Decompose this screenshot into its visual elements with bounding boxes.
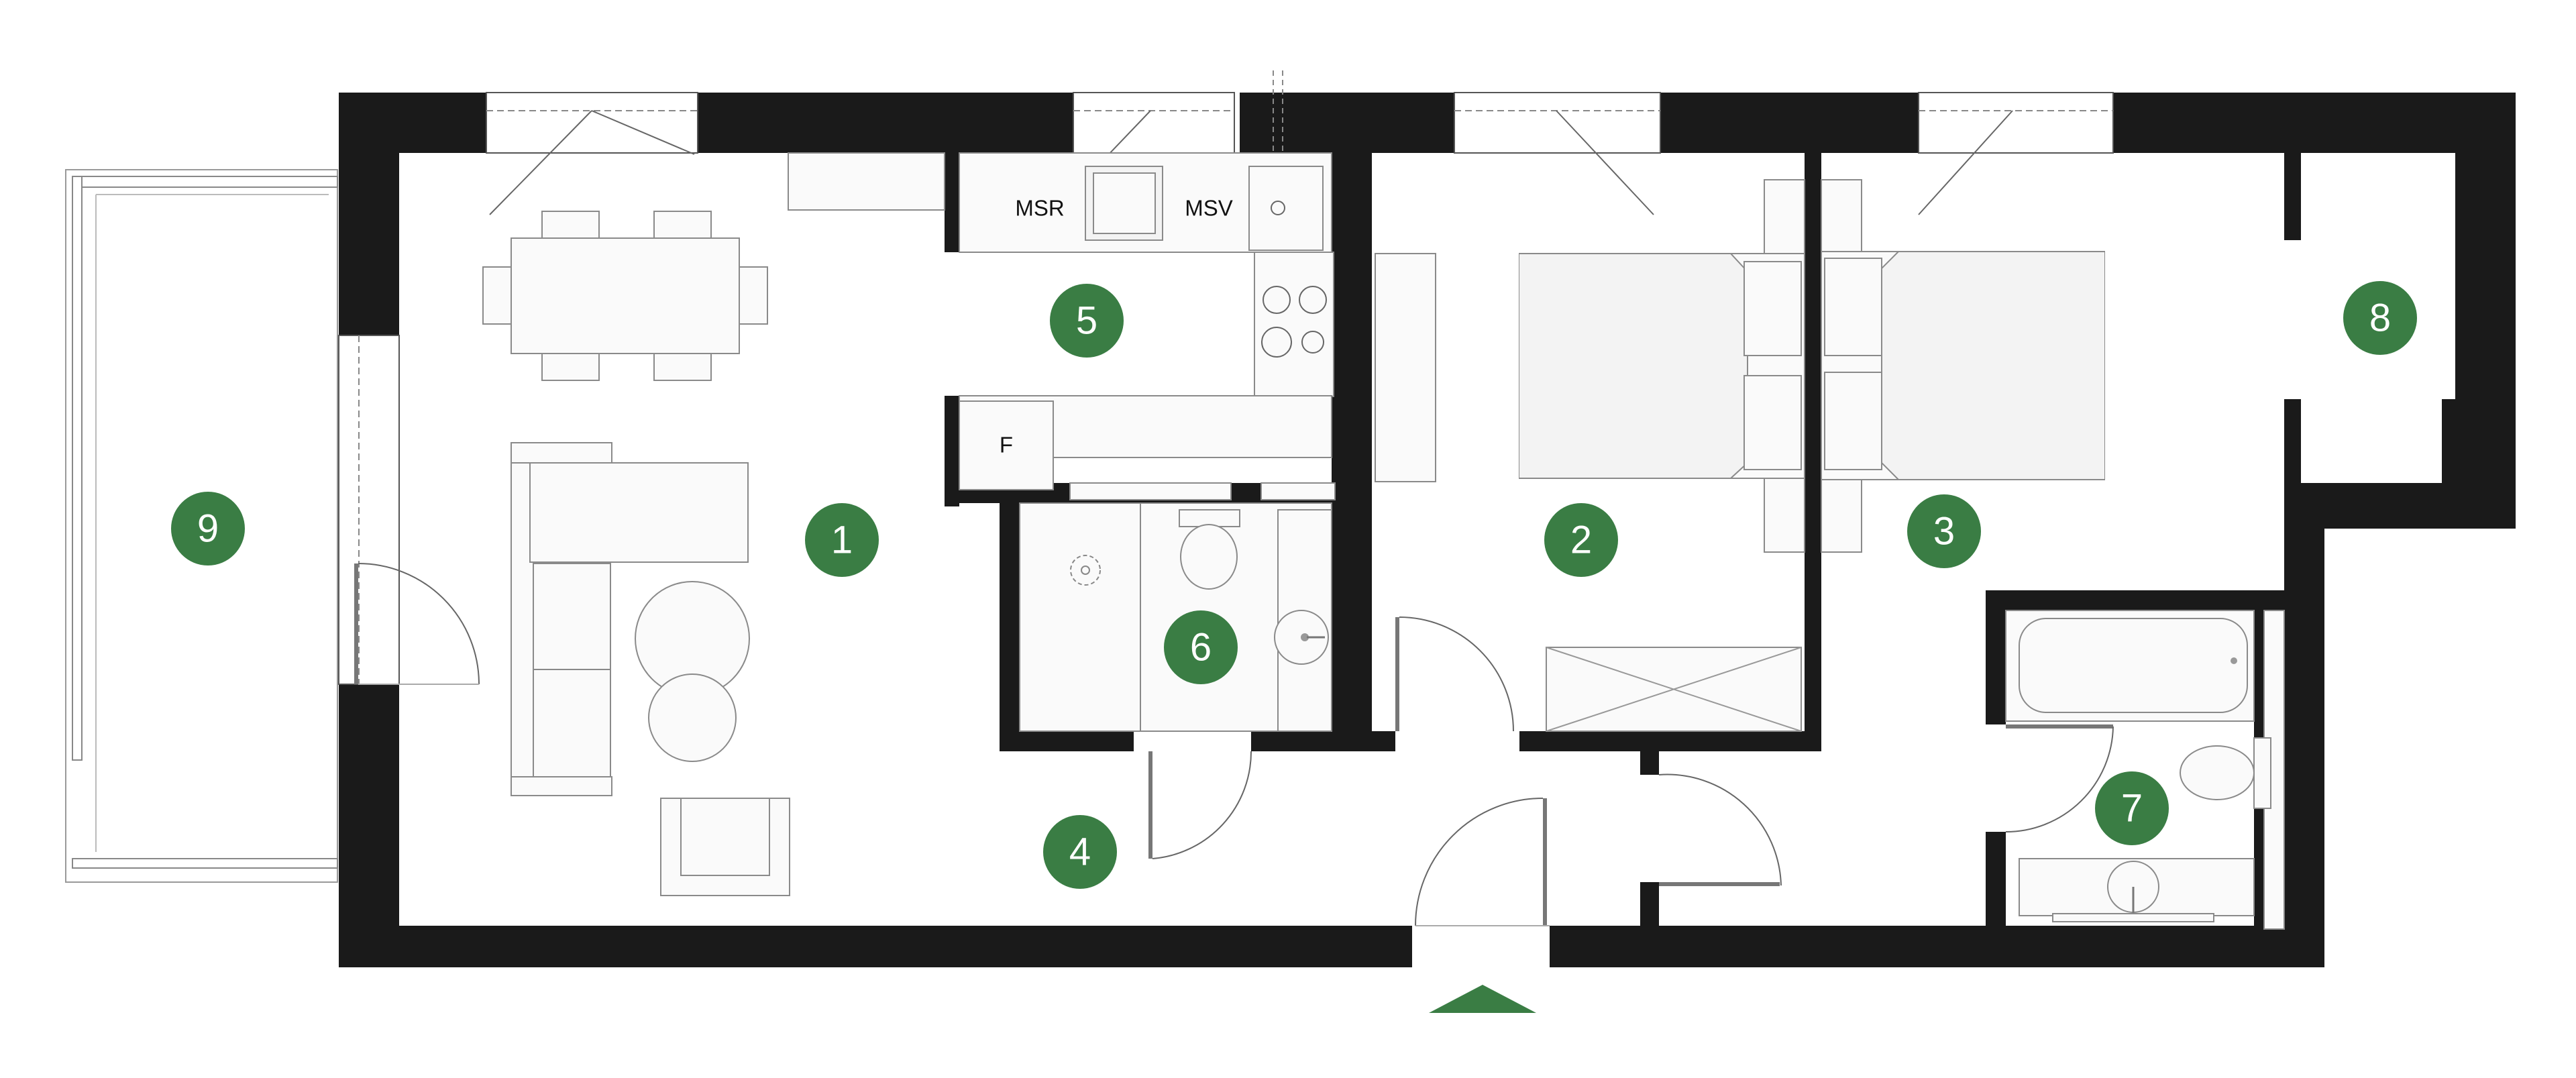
balcony bbox=[65, 169, 338, 883]
room-marker-3: 3 bbox=[1907, 494, 1981, 568]
room-marker-2: 2 bbox=[1544, 503, 1618, 577]
label-msr: MSR bbox=[1015, 196, 1064, 221]
room-marker-7: 7 bbox=[2095, 771, 2169, 845]
window-bedroom-3 bbox=[1918, 92, 2114, 215]
bed-room-3 bbox=[1821, 179, 2105, 553]
windows bbox=[338, 70, 2114, 685]
room-number-3: 3 bbox=[1933, 510, 1955, 553]
room-number-8: 8 bbox=[2369, 297, 2391, 340]
room-number-7: 7 bbox=[2121, 787, 2143, 830]
room-number-2: 2 bbox=[1570, 519, 1592, 562]
window-living bbox=[486, 92, 698, 215]
sideboard bbox=[788, 152, 945, 211]
room-number-4: 4 bbox=[1069, 830, 1091, 874]
bathroom-7-fixtures bbox=[2005, 610, 2285, 930]
window-bedroom-2 bbox=[1454, 92, 1661, 215]
room-marker-1: 1 bbox=[805, 503, 879, 577]
sofa bbox=[511, 442, 749, 796]
bed-room-2 bbox=[1519, 179, 1805, 553]
coffee-tables bbox=[635, 581, 750, 762]
room-number-5: 5 bbox=[1076, 299, 1097, 343]
dining-table bbox=[482, 211, 768, 381]
label-fridge: F bbox=[1000, 433, 1013, 457]
room-marker-5: 5 bbox=[1050, 284, 1124, 358]
room-marker-8: 8 bbox=[2343, 281, 2417, 355]
room-number-1: 1 bbox=[831, 519, 853, 562]
armchair bbox=[660, 798, 790, 896]
kitchen-counter bbox=[959, 152, 1436, 500]
room-marker-6: 6 bbox=[1164, 610, 1238, 684]
entrance-arrow-icon bbox=[1429, 985, 1536, 1013]
window-kitchen bbox=[1073, 92, 1235, 188]
room-number-9: 9 bbox=[197, 507, 219, 551]
room-marker-4: 4 bbox=[1043, 815, 1117, 889]
doors bbox=[354, 563, 2114, 926]
wardrobe-room-2 bbox=[1546, 647, 1802, 732]
walls bbox=[339, 93, 2516, 967]
bathroom-6-fixtures bbox=[1019, 502, 1332, 732]
room-marker-9: 9 bbox=[171, 492, 245, 565]
room-number-6: 6 bbox=[1190, 626, 1212, 669]
label-msv: MSV bbox=[1185, 196, 1233, 221]
window-balcony-door bbox=[338, 335, 400, 685]
